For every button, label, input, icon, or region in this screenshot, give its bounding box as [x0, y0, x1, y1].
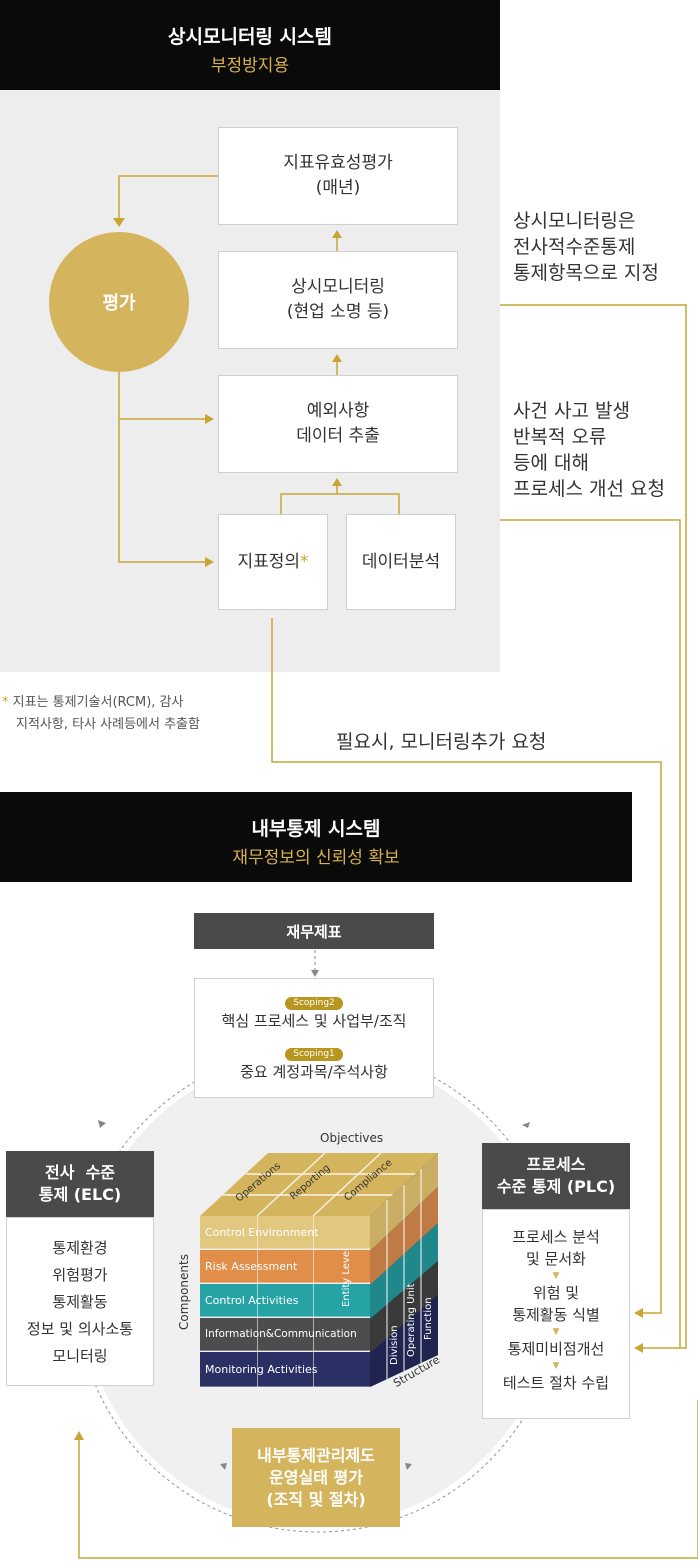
- side-note-2-line4: 프로세스 개선 요청: [513, 478, 665, 500]
- operation-evaluation-line2: 운영실태 평가: [269, 1467, 363, 1487]
- plc-item: 통제활동 식별: [512, 1306, 600, 1324]
- cube-side-label: Operating Unit: [406, 1283, 417, 1357]
- effectiveness-line2: (매년): [315, 178, 361, 198]
- side-note-1-line1: 상시모니터링은: [513, 210, 636, 232]
- exception-box: 예외사항 데이터 추출: [218, 375, 458, 473]
- internal-control-header: 내부통제 시스템 재무정보의 신뢰성 확보: [0, 792, 632, 882]
- cube-row-control-environment: Control Environment: [200, 1216, 370, 1249]
- plc-list: 프로세스 분석 및 문서화 ▼ 위험 및 통제활동 식별 ▼ 통제미비점개선 ▼…: [482, 1209, 630, 1419]
- scoping1-text: 중요 계정과목/주석사항: [240, 1063, 388, 1081]
- analysis-label: 데이터분석: [361, 551, 441, 572]
- scoping2-text: 핵심 프로세스 및 사업부/조직: [221, 1012, 407, 1030]
- plc-item: 테스트 절차 수립: [502, 1374, 610, 1392]
- side-note-2-line1: 사건 사고 발생: [513, 400, 630, 422]
- footnote-line1: 지표는 통제기술서(RCM), 감사: [12, 695, 184, 710]
- monitoring-box: 상시모니터링 (현업 소명 등): [218, 251, 458, 349]
- elc-item: 모니터링: [52, 1347, 108, 1365]
- side-note-3: 필요시, 모니터링추가 요청: [336, 729, 546, 755]
- internal-control-title: 내부통제 시스템: [251, 818, 381, 840]
- elc-title-line1: 전사 수준: [44, 1163, 116, 1182]
- side-note-3-text: 필요시, 모니터링추가 요청: [336, 731, 547, 753]
- footnote-line2: 지적사항, 타사 사례등에서 추출함: [16, 717, 200, 732]
- elc-list: 통제환경 위험평가 통제활동 정보 및 의사소통 모니터링: [6, 1217, 154, 1386]
- cube-row-label: Control Activities: [205, 1293, 299, 1307]
- plc-title-line1: 프로세스: [526, 1155, 586, 1174]
- financial-statements-label: 재무제표: [286, 922, 342, 941]
- cube-row-label: Control Environment: [205, 1225, 319, 1239]
- coso-cube: Objectives Components Operations Reporti…: [176, 1125, 446, 1400]
- plc-item: 통제미비점개선: [507, 1340, 605, 1358]
- cube-side-label: Function: [423, 1297, 434, 1340]
- operation-evaluation-box: 내부통제관리제도 운영실태 평가 (조직 및 절차): [232, 1428, 400, 1527]
- effectiveness-line1: 지표유효성평가: [283, 153, 393, 173]
- cube-side-label: Division: [389, 1325, 400, 1365]
- exception-line2: 데이터 추출: [296, 426, 380, 446]
- internal-control-subtitle: 재무정보의 신뢰성 확보: [232, 848, 400, 868]
- cube-row-label: Risk Assessment: [205, 1259, 298, 1273]
- plc-arrow-icon: ▼: [552, 1327, 560, 1337]
- cube-objectives-label: Objectives: [320, 1131, 384, 1145]
- cube-row-label: Information&Communication: [205, 1328, 357, 1340]
- cube-row-risk-assessment: Risk Assessment: [200, 1250, 370, 1283]
- plc-arrow-icon: ▼: [552, 1361, 560, 1371]
- cube-top-face: [200, 1152, 438, 1387]
- indicator-box: 지표정의*: [218, 514, 328, 610]
- scoping-box: Scoping2 핵심 프로세스 및 사업부/조직 Scoping1 중요 계정…: [194, 978, 434, 1098]
- side-note-1: 상시모니터링은 전사적수준통제 통제항목으로 지정: [513, 208, 659, 286]
- monitoring-line1: 상시모니터링: [291, 277, 385, 297]
- monitoring-system-title: 상시모니터링 시스템: [168, 26, 332, 48]
- analysis-box: 데이터분석: [346, 514, 456, 610]
- financial-statements-box: 재무제표: [194, 913, 434, 949]
- elc-header: 전사 수준 통제 (ELC): [6, 1151, 154, 1217]
- elc-title-line2: 통제 (ELC): [38, 1185, 122, 1204]
- monitoring-line2: (현업 소명 등): [286, 302, 390, 322]
- side-note-2-line2: 반복적 오류: [513, 426, 607, 448]
- evaluation-circle-label: 평가: [102, 293, 136, 314]
- scoping2-badge: Scoping2: [285, 997, 343, 1010]
- cube-row-monitoring-activities: Monitoring Activities: [200, 1352, 370, 1387]
- cube-row-control-activities: Control Activities: [200, 1284, 370, 1317]
- exception-line1: 예외사항: [306, 401, 370, 421]
- footnote-star: *: [2, 695, 9, 710]
- elc-item: 위험평가: [52, 1266, 108, 1284]
- footnote: * 지표는 통제기술서(RCM), 감사 지적사항, 타사 사례등에서 추출함: [2, 692, 200, 736]
- plc-arrow-icon: ▼: [552, 1271, 560, 1281]
- elc-item: 정보 및 의사소통: [26, 1320, 134, 1338]
- indicator-label: 지표정의: [237, 551, 301, 572]
- plc-title-line2: 수준 통제 (PLC): [496, 1177, 616, 1196]
- side-note-2: 사건 사고 발생 반복적 오류 등에 대해 프로세스 개선 요청: [513, 398, 665, 502]
- cube-row-information-communication: Information&Communication: [200, 1318, 370, 1351]
- indicator-star: *: [300, 551, 309, 572]
- plc-item: 위험 및: [532, 1284, 580, 1302]
- operation-evaluation-line1: 내부통제관리제도: [257, 1445, 375, 1465]
- side-note-1-line3: 통제항목으로 지정: [513, 262, 659, 284]
- cube-front-gridline: [313, 1216, 314, 1387]
- monitoring-system-subtitle: 부정방지용: [210, 56, 290, 76]
- operation-evaluation-line3: (조직 및 절차): [266, 1489, 366, 1509]
- plc-item: 프로세스 분석: [512, 1228, 600, 1246]
- evaluation-circle: 평가: [49, 232, 189, 372]
- cube-row-label: Monitoring Activities: [205, 1362, 318, 1376]
- plc-header: 프로세스 수준 통제 (PLC): [482, 1143, 630, 1209]
- cube-side-label: Entity Level: [341, 1248, 352, 1307]
- side-note-1-line2: 전사적수준통제: [513, 236, 636, 258]
- elc-item: 통제활동: [52, 1293, 108, 1311]
- cube-front-gridline: [257, 1216, 258, 1387]
- monitoring-system-header: 상시모니터링 시스템 부정방지용: [0, 0, 500, 90]
- cube-front-face: Control Environment Risk Assessment Cont…: [200, 1216, 370, 1387]
- scoping1-badge: Scoping1: [285, 1048, 343, 1061]
- elc-item: 통제환경: [52, 1239, 108, 1257]
- effectiveness-box: 지표유효성평가 (매년): [218, 127, 458, 225]
- plc-item: 및 문서화: [526, 1250, 586, 1268]
- side-note-2-line3: 등에 대해: [513, 452, 589, 474]
